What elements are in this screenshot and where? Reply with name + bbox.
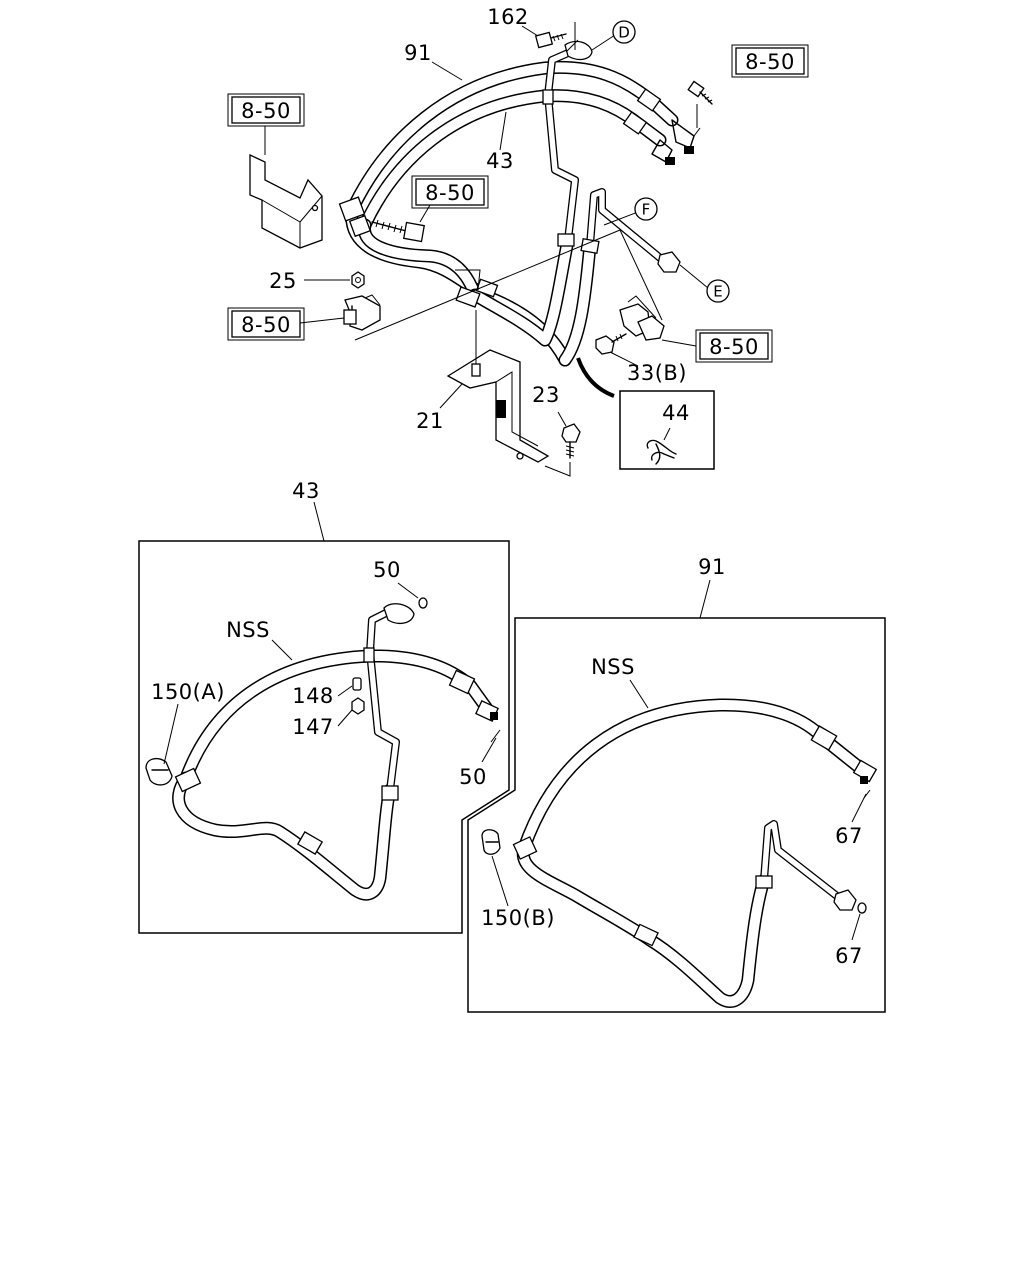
circle-marker-f[interactable]: F [634,197,658,221]
ref-label: 8-50 [241,99,291,123]
part-number-50: 50 [459,765,487,789]
circle-marker-d[interactable]: D [612,20,636,44]
part-148[interactable] [352,677,362,691]
detail-frame-43 [138,501,510,934]
part-number-91: 91 [404,41,432,65]
end-fittings-top-right[interactable] [651,119,701,165]
part-number-23: 23 [532,383,560,407]
oring-50-top[interactable] [418,597,428,609]
bolt-bracket[interactable] [371,204,431,243]
detail-label-43: 43 [292,479,320,503]
part-44-box [619,390,715,470]
ref-label: 8-50 [745,50,795,74]
hose-91-detail[interactable] [512,698,878,1008]
part-147[interactable] [351,697,365,715]
ref-label: 8-50 [709,335,759,359]
part-number-148: 148 [292,684,334,708]
detail-label-91: 91 [698,555,726,579]
clip-bracket-25[interactable] [299,294,381,331]
ref-box-right[interactable]: 8-50 [695,329,773,363]
part-number-67: 67 [835,824,863,848]
circle-marker-e[interactable]: E [706,279,730,303]
nut-25[interactable] [304,271,365,289]
clamp-150[interactable] [338,196,372,238]
hose-43-detail[interactable] [172,603,499,901]
part-number-150b: 150(B) [481,906,555,930]
circle-letter: F [642,201,651,219]
detail-frame-91 [467,579,886,1013]
label-nss: NSS [591,655,635,679]
part-number-25: 25 [269,269,297,293]
ref-label: 8-50 [241,313,291,337]
ref-box-left-bottom[interactable]: 8-50 [227,307,305,341]
part-number-33b: 33(B) [627,361,687,385]
part-number-150a: 150(A) [151,680,225,704]
bolt-upper-right[interactable] [687,80,713,105]
ref-box-center[interactable]: 8-50 [411,175,489,209]
bracket-plate-left[interactable] [249,126,323,249]
bolt-23[interactable] [544,411,581,477]
bolt-33b[interactable] [595,333,697,367]
circle-letter: D [618,24,630,42]
oring-67-lower[interactable] [857,902,867,914]
clamp-33b[interactable] [619,295,665,341]
clamp-150b[interactable] [481,829,501,855]
part-number-43: 43 [486,149,514,173]
part-number-44: 44 [662,401,690,425]
circle-letter: E [713,283,722,301]
bolt-162[interactable] [534,31,567,49]
ref-box-top-right[interactable]: 8-50 [731,44,809,78]
part-number-50: 50 [373,558,401,582]
ref-label: 8-50 [425,181,475,205]
label-nss: NSS [226,618,270,642]
part-number-21: 21 [416,409,444,433]
clamp-150a[interactable] [145,757,173,786]
bracket-21[interactable] [439,310,550,463]
ref-box-left-top[interactable]: 8-50 [227,93,305,127]
part-number-67: 67 [835,944,863,968]
hose-43-assembly[interactable] [358,40,667,347]
part-number-162: 162 [487,5,529,29]
part-number-147: 147 [292,715,334,739]
